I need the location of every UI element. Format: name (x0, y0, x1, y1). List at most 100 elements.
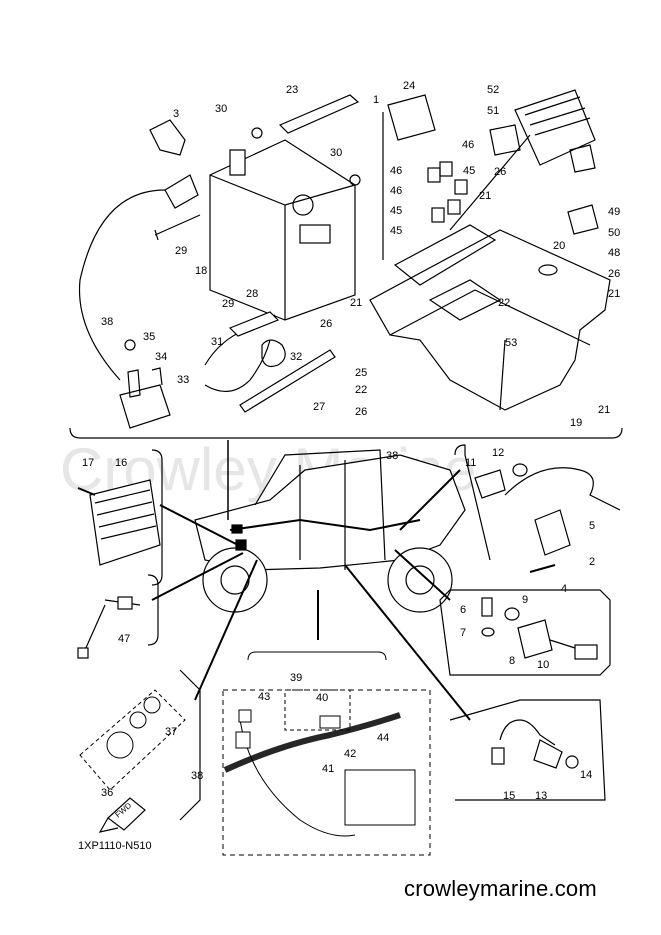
fwd-arrow: FWD (98, 797, 146, 833)
label-38b: 38 (386, 450, 398, 462)
diagram-code: 1XP1110-N510 (78, 840, 152, 852)
label-30b: 30 (330, 147, 342, 159)
grommet-20 (538, 264, 558, 276)
label-37: 37 (165, 726, 177, 738)
label-49: 49 (608, 206, 620, 218)
label-27: 27 (313, 401, 325, 413)
label-25: 25 (355, 367, 367, 379)
label-44: 44 (377, 732, 389, 744)
label-3: 3 (173, 108, 179, 120)
bolt-17 (77, 487, 96, 496)
label-14: 14 (580, 769, 592, 781)
wire-38-top (78, 189, 166, 381)
label-35: 35 (143, 331, 155, 343)
tray-19 (369, 224, 611, 411)
relay-1 (387, 94, 436, 141)
label-45a: 45 (463, 165, 475, 177)
sensor-13-15 (491, 719, 579, 769)
coil-parts (474, 463, 621, 573)
part-labels: 24 1 52 51 23 30 30 3 46 46 46 45 45 45 … (82, 80, 620, 802)
label-46a: 46 (462, 139, 474, 151)
label-24: 24 (403, 80, 415, 92)
label-20: 20 (553, 240, 565, 252)
battery-18 (209, 139, 356, 321)
starter-relay-33 (119, 339, 171, 429)
battery-strap-23 (278, 94, 360, 134)
label-42: 42 (344, 748, 356, 760)
label-34: 34 (155, 351, 167, 363)
label-39: 39 (290, 672, 302, 684)
bolt-30-right (349, 174, 361, 186)
sensor-47 (77, 596, 141, 659)
label-18: 18 (195, 265, 207, 277)
label-26c: 26 (320, 318, 332, 330)
label-22a: 22 (498, 297, 510, 309)
label-40: 40 (316, 692, 328, 704)
ecu-51 (489, 89, 596, 173)
label-26a: 26 (494, 166, 506, 178)
label-48: 48 (608, 247, 620, 259)
relay-cluster-45-46 (427, 161, 468, 223)
label-32: 32 (290, 351, 302, 363)
label-30a: 30 (215, 103, 227, 115)
label-21a: 21 (479, 190, 491, 202)
label-21c: 21 (350, 297, 362, 309)
label-46b: 46 (390, 165, 402, 177)
label-8: 8 (509, 655, 515, 667)
label-29b: 29 (222, 298, 234, 310)
label-53: 53 (505, 337, 517, 349)
label-47: 47 (118, 633, 130, 645)
callout-lines (151, 440, 471, 721)
bolt-29 (154, 214, 201, 241)
label-5: 5 (589, 520, 595, 532)
label-10: 10 (537, 659, 549, 671)
label-22b: 22 (355, 384, 367, 396)
label-38c: 38 (191, 770, 203, 782)
label-45c: 45 (390, 225, 402, 237)
label-6: 6 (460, 604, 466, 616)
label-12: 12 (492, 447, 504, 459)
left-brackets (147, 444, 611, 821)
label-26d: 26 (355, 406, 367, 418)
label-2: 2 (589, 556, 595, 568)
top-section (69, 89, 623, 439)
label-43: 43 (258, 691, 270, 703)
rectifier-16 (89, 479, 161, 566)
label-52: 52 (487, 84, 499, 96)
label-51: 51 (487, 105, 499, 117)
label-19: 19 (570, 417, 582, 429)
label-23: 23 (286, 84, 298, 96)
label-31: 31 (211, 336, 223, 348)
label-36: 36 (101, 787, 113, 799)
harness-box (222, 651, 431, 856)
label-46c: 46 (390, 185, 402, 197)
label-21d: 21 (598, 404, 610, 416)
label-45b: 45 (390, 205, 402, 217)
label-9: 9 (522, 594, 528, 606)
label-26b: 26 (608, 268, 620, 280)
label-33: 33 (177, 374, 189, 386)
label-29a: 29 (175, 245, 187, 257)
sensor-8-10 (481, 597, 598, 660)
band-27 (239, 349, 336, 413)
label-1: 1 (373, 94, 379, 106)
label-21b: 21 (608, 288, 620, 300)
label-16: 16 (115, 457, 127, 469)
label-41: 41 (322, 763, 334, 775)
label-11: 11 (465, 457, 476, 469)
label-15: 15 (503, 790, 515, 802)
clip-3 (149, 119, 186, 156)
vehicle (194, 449, 466, 613)
label-28: 28 (246, 288, 258, 300)
label-50: 50 (608, 227, 620, 239)
bolt-30-left (251, 127, 263, 139)
label-38a: 38 (101, 316, 113, 328)
sensor-50 (567, 204, 599, 235)
switch-36-37 (79, 689, 186, 791)
label-7: 7 (460, 627, 466, 639)
footer-site[interactable]: crowleymarine.com (404, 876, 597, 901)
label-13: 13 (535, 790, 547, 802)
label-17: 17 (82, 457, 94, 469)
label-4: 4 (561, 583, 567, 595)
